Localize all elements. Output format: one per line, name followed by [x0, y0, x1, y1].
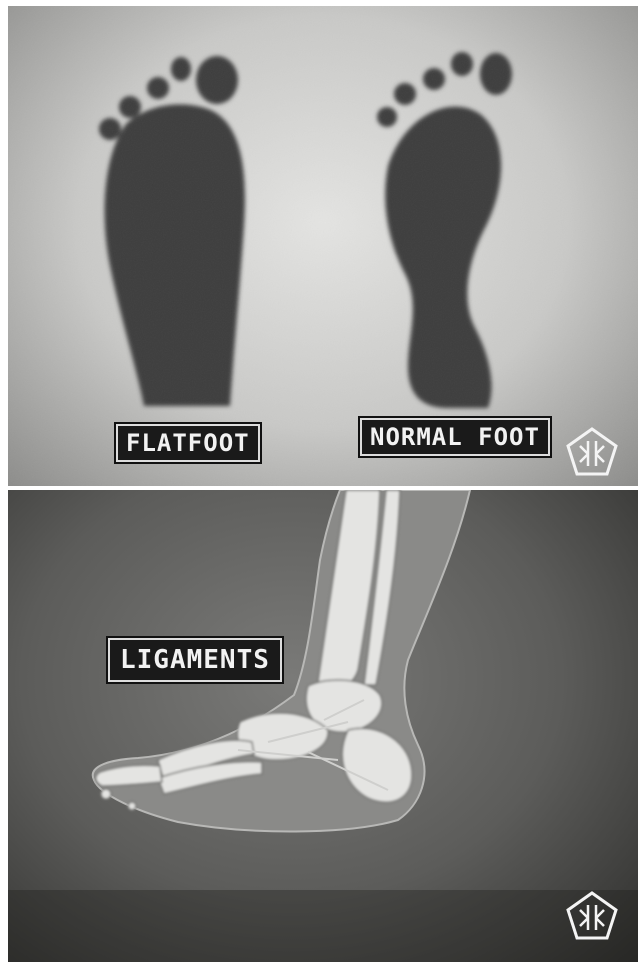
- pentagon-logo-icon: [564, 426, 620, 478]
- foot-skeleton-illustration: [8, 490, 638, 962]
- flatfoot-caption: FLATFOOT: [116, 424, 260, 462]
- pentagon-logo-icon: [564, 890, 620, 942]
- ligaments-caption: LIGAMENTS: [108, 638, 282, 682]
- footprints-panel: FLATFOOT NORMAL FOOT: [8, 6, 638, 486]
- normal-foot-caption: NORMAL FOOT: [360, 418, 550, 456]
- footprints-illustration: [8, 6, 638, 486]
- ligaments-panel: LIGAMENTS: [8, 490, 638, 962]
